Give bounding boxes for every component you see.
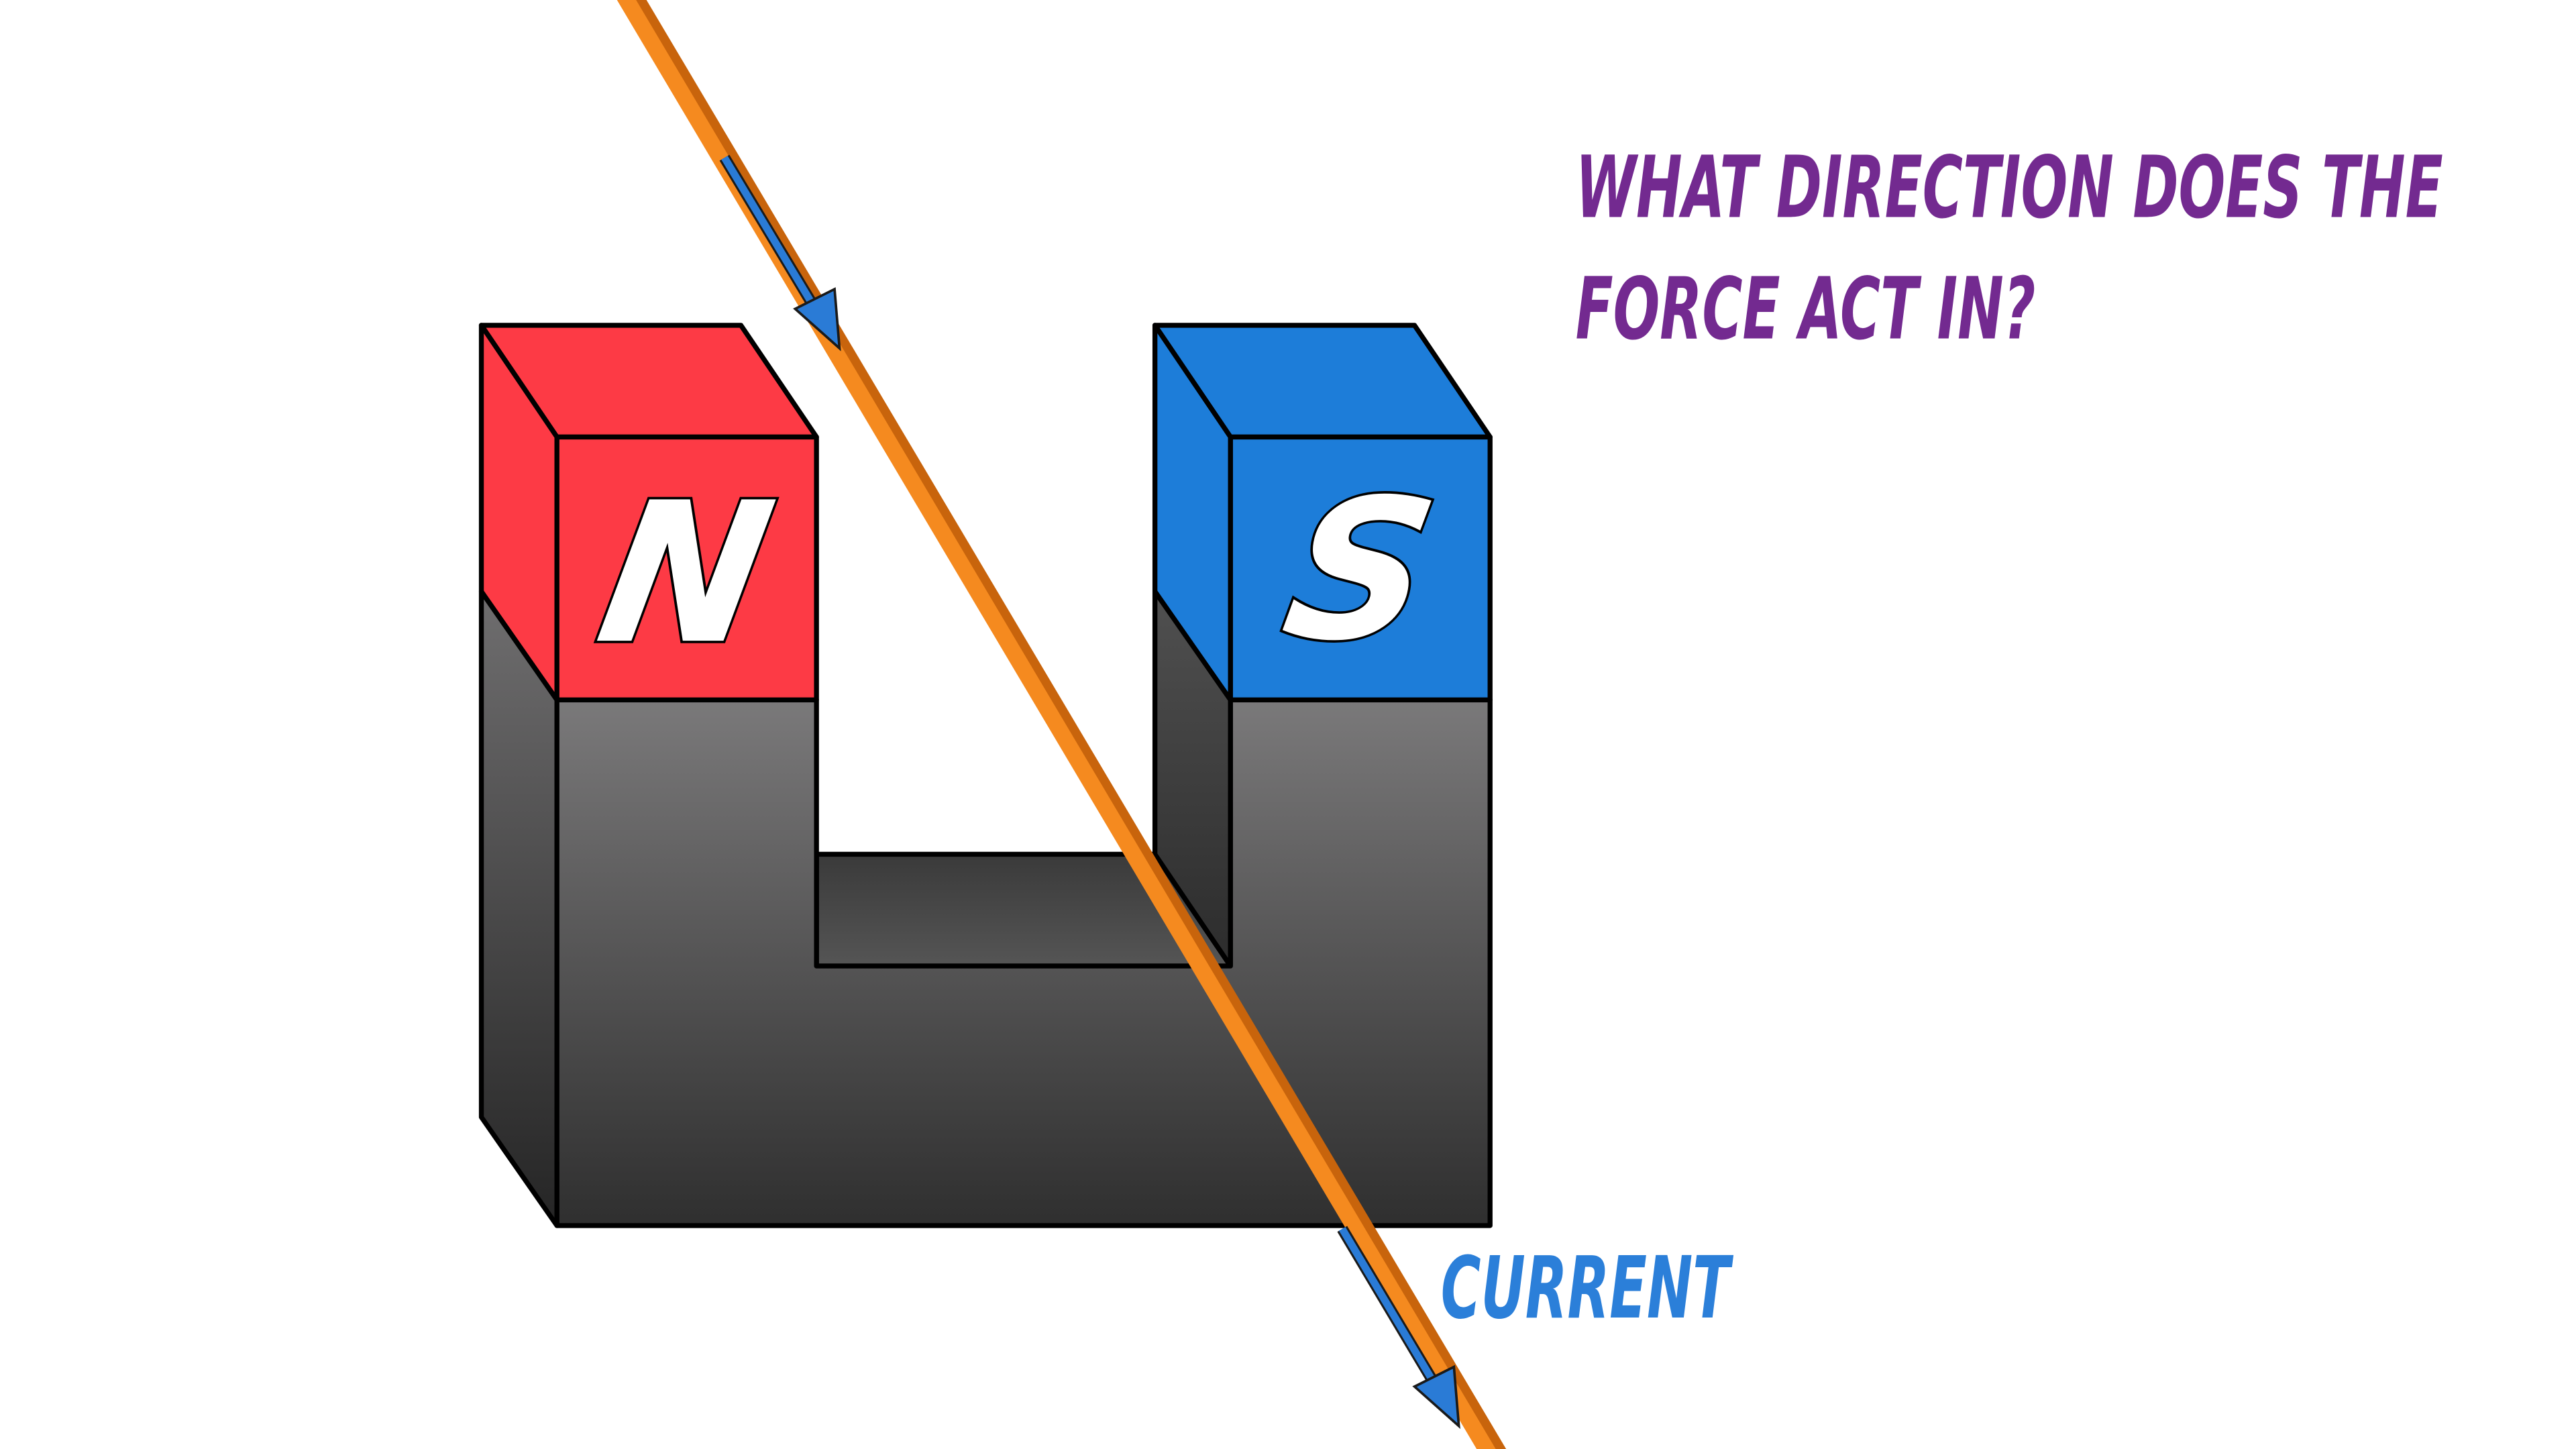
north-pole-front-face bbox=[554, 434, 819, 702]
question-line-2: FORCE ACT IN? bbox=[1576, 260, 2036, 359]
north-pole-block bbox=[478, 323, 819, 702]
south-pole-front-face bbox=[1228, 434, 1493, 702]
question-line-1: WHAT DIRECTION DOES THE bbox=[1576, 138, 2443, 237]
south-pole-block bbox=[1152, 323, 1493, 702]
current-direction-arrow-lower bbox=[1337, 1226, 1460, 1430]
current-label: CURRENT bbox=[1441, 1239, 1734, 1338]
horseshoe-magnet bbox=[478, 588, 1493, 1228]
current-direction-arrow-upper bbox=[719, 154, 841, 352]
